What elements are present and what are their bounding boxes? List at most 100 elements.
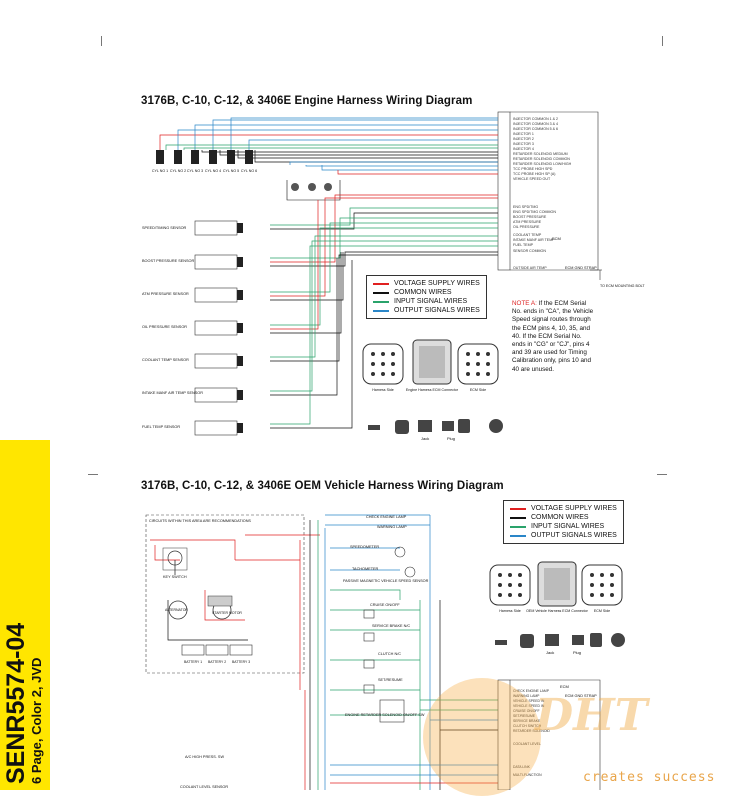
top-diagram-title: 3176B, C-10, C-12, & 3406E Engine Harnes… xyxy=(141,95,473,107)
key-switch xyxy=(162,547,188,571)
svg-text:INJECTOR COMMON 1 & 2: INJECTOR COMMON 1 & 2 xyxy=(513,117,558,121)
jack-label-bottom: Jack xyxy=(546,650,554,655)
ecm-connector-top xyxy=(497,111,511,271)
sensor-label: INTAKE MANF AIR TEMP SENSOR xyxy=(142,391,203,395)
clutch-label: CLUTCH N/C xyxy=(378,652,401,656)
ecm-ground-label-top: ECM GND STRAP xyxy=(565,266,597,270)
svg-text:INTAKE MANF AIR TEMP: INTAKE MANF AIR TEMP xyxy=(513,238,555,242)
set-resume-label: SET/RESUME xyxy=(378,678,403,682)
jack-plug-row-bottom xyxy=(495,633,625,648)
svg-text:INJECTOR COMMON 5 & 6: INJECTOR COMMON 5 & 6 xyxy=(513,127,558,131)
svg-text:BOOST PRESSURE: BOOST PRESSURE xyxy=(513,215,547,219)
bottom-diagram-title: 3176B, C-10, C-12, & 3406E OEM Vehicle H… xyxy=(141,480,504,492)
connector-label: ECM Side xyxy=(594,609,610,613)
alternator-label: ALTERNATOR xyxy=(165,608,188,612)
retarder-solenoids xyxy=(291,183,332,191)
document-code-block: SENR5574-04 6 Page, Color 2, JVD xyxy=(2,622,45,784)
legend-input: INPUT SIGNAL WIRES xyxy=(531,523,605,530)
legend-input: INPUT SIGNAL WIRES xyxy=(394,298,468,305)
note-a: NOTE A: If the ECM Serial No. ends in "C… xyxy=(512,300,597,374)
connector-ecm-body-top xyxy=(412,339,452,385)
crop-mark xyxy=(88,474,98,475)
cyl-label: CYL NO 3 xyxy=(187,169,203,173)
legend-common: COMMON WIRES xyxy=(394,289,452,296)
connector-harness-side-bottom xyxy=(489,564,531,606)
ecm-label-top: ECM xyxy=(552,236,561,241)
sensor-label: FUEL TEMP SENSOR xyxy=(142,425,180,429)
connector-ecm-side-top xyxy=(457,343,499,385)
ac-switch-label: A/C HIGH PRESS. SW xyxy=(185,755,224,759)
svg-text:INJECTOR 4: INJECTOR 4 xyxy=(513,147,534,151)
legend-supply: VOLTAGE SUPPLY WIRES xyxy=(531,505,617,512)
svg-text:VEHICLE SPEED OUT: VEHICLE SPEED OUT xyxy=(513,177,551,181)
note-a-lead: NOTE A: xyxy=(512,300,537,307)
plug-label-bottom: Plug xyxy=(573,650,581,655)
jack-plug-row-top xyxy=(368,419,503,434)
svg-text:CRUISE ON/OFF: CRUISE ON/OFF xyxy=(513,709,540,713)
svg-text:COOLANT TEMP: COOLANT TEMP xyxy=(513,233,542,237)
cyl-label: CYL NO 6 xyxy=(241,169,257,173)
svg-text:SERVICE BRAKE: SERVICE BRAKE xyxy=(513,719,541,723)
speedometer-label: SPEEDOMETER xyxy=(350,545,379,549)
sensor-label: BOOST PRESSURE SENSOR xyxy=(142,259,195,263)
connector-label: Harness Side xyxy=(372,388,394,392)
svg-text:OUTSIDE AIR TEMP: OUTSIDE AIR TEMP xyxy=(513,266,547,270)
document-code-band xyxy=(0,440,50,790)
cyl-label: CYL NO 2 xyxy=(170,169,186,173)
svg-text:INJECTOR COMMON 3 & 4: INJECTOR COMMON 3 & 4 xyxy=(513,122,558,126)
service-brake-label: SERVICE BRAKE N/C xyxy=(372,624,410,628)
svg-text:MULTI-FUNCTION: MULTI-FUNCTION xyxy=(513,773,542,777)
injector-wire-bundle xyxy=(159,117,498,175)
cyl-label: CYL NO 1 xyxy=(152,169,168,173)
document-code: SENR5574-04 xyxy=(2,622,30,784)
ecm-pin-rows-top: INJECTOR COMMON 1 & 2 INJECTOR COMMON 3 … xyxy=(513,117,572,270)
cruise-label: CRUISE ON/OFF xyxy=(370,603,400,607)
ecm-connector-bottom xyxy=(497,679,511,790)
crop-mark xyxy=(657,474,667,475)
retarder-switch-label: ENGINE RETARDER SOLENOID ON/OFF SW xyxy=(345,713,425,717)
engine-harness-diagram: INJECTOR COMMON 1 & 2 INJECTOR COMMON 3 … xyxy=(142,111,645,441)
check-engine-lamp-label: CHECK ENGINE LAMP xyxy=(366,515,407,519)
battery-label: BATTERY 3 xyxy=(232,660,250,664)
connector-label: ECM Side xyxy=(470,388,486,392)
legend-output: OUTPUT SIGNALS WIRES xyxy=(394,307,480,314)
legend-common: COMMON WIRES xyxy=(531,514,589,521)
gauge-symbols xyxy=(363,546,416,723)
svg-text:COOLANT LEVEL: COOLANT LEVEL xyxy=(513,742,541,746)
cyl-label: CYL NO 4 xyxy=(205,169,221,173)
crop-mark xyxy=(662,36,663,46)
sensor-boxes xyxy=(194,220,238,436)
svg-text:FUEL TEMP: FUEL TEMP xyxy=(513,243,534,247)
sensor-label: ATM PRESSURE SENSOR xyxy=(142,292,189,296)
coolant-level-label: COOLANT LEVEL SENSOR xyxy=(180,785,228,789)
legend-supply: VOLTAGE SUPPLY WIRES xyxy=(394,280,480,287)
oem-vehicle-harness-diagram: CIRCUITS WITHIN THIS AREA ARE RECOMMENDA… xyxy=(145,514,625,790)
connector-harness-side-top xyxy=(362,343,404,385)
note-a-text: If the ECM Serial No. ends in "CA", the … xyxy=(512,300,594,373)
connector-label: Engine Harness ECM Connector xyxy=(406,388,459,392)
recommended-circuits-box xyxy=(145,514,305,674)
svg-text:ENG SPD/TMG: ENG SPD/TMG xyxy=(513,205,538,209)
svg-text:VEHICLE SPEED IN: VEHICLE SPEED IN xyxy=(513,699,545,703)
vss-label: PASSIVE MAGNETIC VEHICLE SPEED SENSOR xyxy=(343,579,429,583)
injector-group: CYL NO 1 CYL NO 2 CYL NO 3 CYL NO 4 CYL … xyxy=(152,150,257,173)
sensor-label: COOLANT TEMP SENSOR xyxy=(142,358,189,362)
sensor-label: OIL PRESSURE SENSOR xyxy=(142,325,187,329)
svg-text:INJECTOR 3: INJECTOR 3 xyxy=(513,142,534,146)
watermark-slogan: creates success xyxy=(583,770,716,785)
jack-label: Jack xyxy=(421,436,429,441)
starter-label: STARTER MOTOR xyxy=(212,611,242,615)
svg-text:RETARDER SOLENOID: RETARDER SOLENOID xyxy=(513,729,550,733)
document-subcode: 6 Page, Color 2, JVD xyxy=(29,657,44,784)
svg-text:INJECTOR 2: INJECTOR 2 xyxy=(513,137,534,141)
svg-text:ATM PRESSURE: ATM PRESSURE xyxy=(513,220,542,224)
cyl-label: CYL NO 5 xyxy=(223,169,239,173)
svg-text:INJECTOR 1: INJECTOR 1 xyxy=(513,132,534,136)
svg-text:VEHICLE SPEED IN: VEHICLE SPEED IN xyxy=(513,704,545,708)
alternator xyxy=(168,600,188,620)
svg-text:SET/RESUME: SET/RESUME xyxy=(513,714,536,718)
legend-output: OUTPUT SIGNALS WIRES xyxy=(531,532,617,539)
svg-text:RETARDER SOLENOID MEDIUM: RETARDER SOLENOID MEDIUM xyxy=(513,152,568,156)
wire-legend-bottom: VOLTAGE SUPPLY WIRES COMMON WIRES INPUT … xyxy=(503,500,624,544)
svg-text:CLUTCH SWITCH: CLUTCH SWITCH xyxy=(513,724,542,728)
